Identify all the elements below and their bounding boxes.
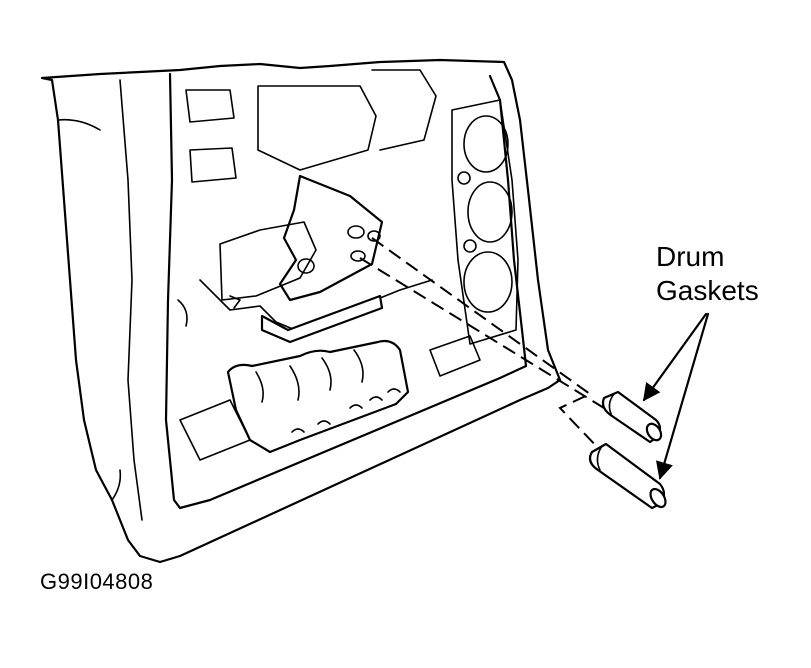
callout-label-gaskets: Gaskets xyxy=(656,275,759,306)
callout-label-drum: Drum xyxy=(656,241,725,272)
bracket-assembly xyxy=(177,174,433,344)
callout-leaders xyxy=(642,312,710,480)
drum-gasket-lower xyxy=(588,442,667,510)
valve-body-opening xyxy=(164,69,528,510)
spool-valve-cluster xyxy=(179,335,481,461)
alignment-lines xyxy=(359,237,605,451)
drum-gasket-upper xyxy=(601,390,663,444)
cylinder-bores xyxy=(451,99,519,345)
figure-id: G99I04808 xyxy=(40,569,154,594)
